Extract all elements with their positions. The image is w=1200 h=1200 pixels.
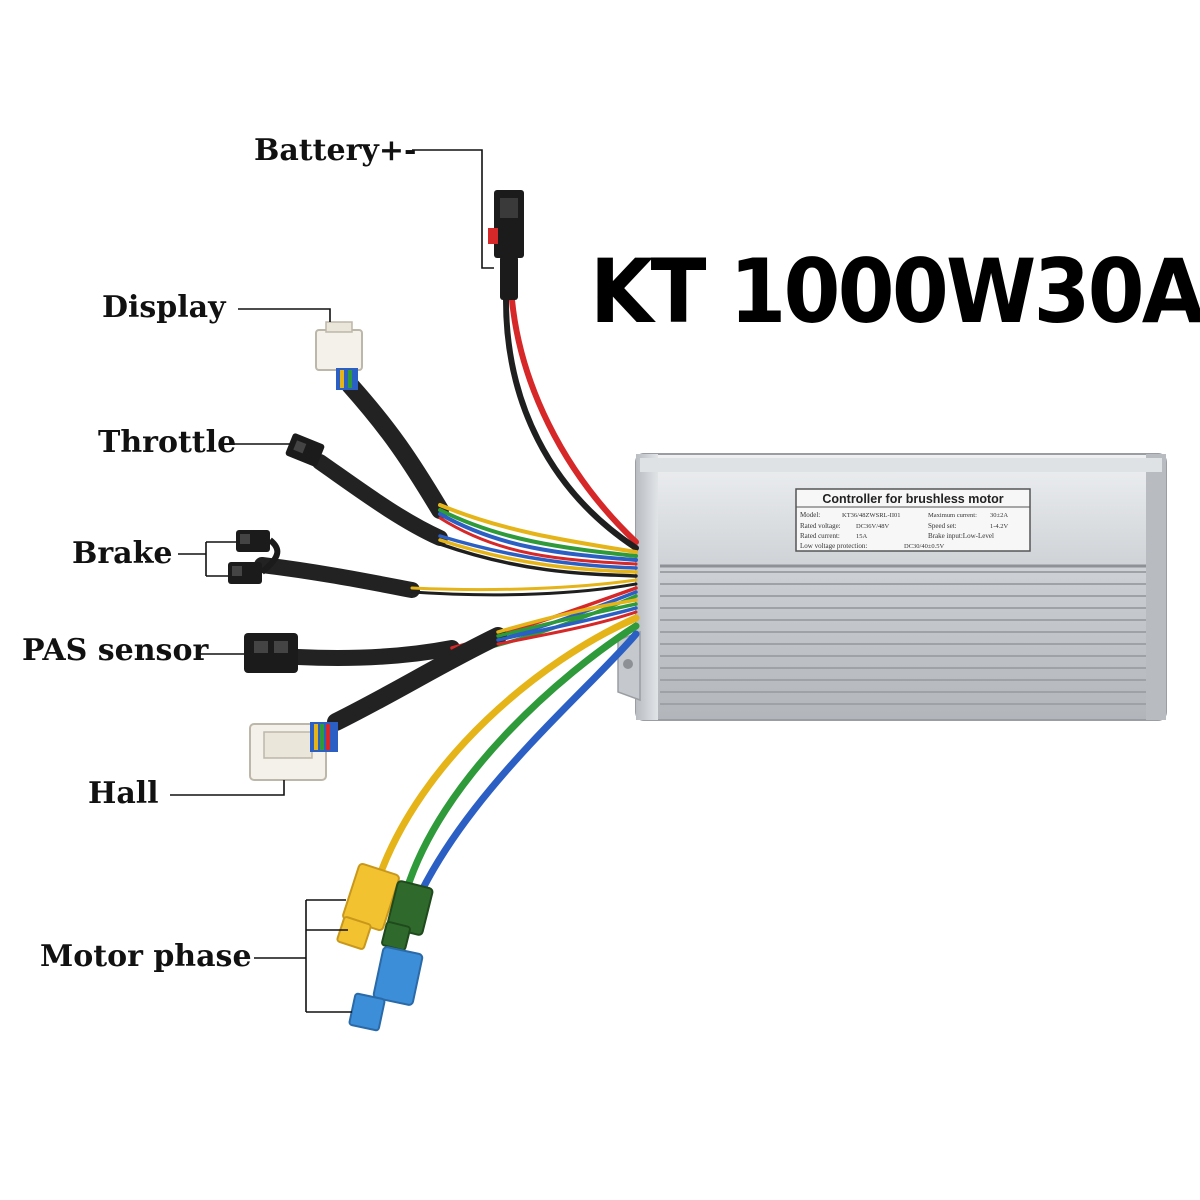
hall-sheath bbox=[327, 627, 507, 731]
battery-wire-black bbox=[503, 297, 639, 551]
brake-connector-pair bbox=[228, 530, 281, 584]
callout-display: Display bbox=[102, 290, 226, 325]
battery-connector bbox=[488, 190, 524, 300]
callout-brake: Brake bbox=[72, 536, 173, 571]
sticker-max-current-label: Maximum current: bbox=[928, 512, 977, 519]
phase-wire-blue bbox=[392, 630, 640, 962]
callout-battery: Battery+- bbox=[254, 133, 417, 168]
sticker-rated-current-value: 15A bbox=[856, 533, 868, 540]
spec-sticker: Controller for brushless motor Model: KT… bbox=[795, 488, 1031, 552]
wire-harness bbox=[254, 297, 640, 962]
sticker-model-value: KT36/48ZWSRL-II01 bbox=[842, 512, 901, 519]
phase-connector-green bbox=[381, 880, 434, 951]
throttle-sheath bbox=[312, 454, 448, 546]
pas-connector bbox=[244, 633, 298, 673]
brake-sheath bbox=[254, 557, 420, 598]
sticker-model-label: Model: bbox=[800, 511, 820, 519]
sticker-brake-input: Brake input:Low-Level bbox=[928, 532, 994, 540]
sticker-rated-current-label: Rated current: bbox=[800, 532, 840, 540]
battery-wire-red bbox=[509, 297, 639, 545]
sticker-max-current-value: 30±2A bbox=[990, 512, 1008, 519]
display-sheath bbox=[341, 376, 449, 519]
hall-connector bbox=[249, 722, 338, 781]
display-connector bbox=[315, 321, 363, 390]
callout-throttle: Throttle bbox=[98, 425, 237, 460]
controller-housing bbox=[617, 453, 1167, 721]
sticker-rated-voltage-value: DC36V/48V bbox=[856, 523, 890, 530]
sticker-low-voltage-label: Low voltage protection: bbox=[800, 542, 867, 550]
sticker-heading: Controller for brushless motor bbox=[822, 492, 1003, 506]
sticker-speed-set-label: Speed set: bbox=[928, 522, 957, 530]
brake-leader bbox=[178, 541, 236, 577]
phase-wire-green bbox=[402, 622, 640, 896]
heat-sink-fins bbox=[660, 571, 1146, 705]
hall-leader bbox=[170, 780, 285, 796]
leader-lines bbox=[170, 149, 494, 1013]
callout-motor-phase: Motor phase bbox=[40, 939, 252, 974]
callout-pas-sensor: PAS sensor bbox=[22, 633, 209, 668]
sticker-rated-voltage-label: Rated voltage: bbox=[800, 522, 841, 530]
pas-sheath bbox=[290, 640, 460, 666]
callout-hall: Hall bbox=[88, 776, 159, 811]
sticker-speed-set-value: 1-4.2V bbox=[990, 523, 1009, 530]
display-leader bbox=[238, 308, 331, 322]
throttle-connector bbox=[285, 433, 325, 467]
motor-phase-leader bbox=[254, 899, 352, 1013]
battery-leader bbox=[412, 149, 494, 269]
phase-connector-blue bbox=[348, 946, 424, 1032]
phase-wire-yellow bbox=[374, 614, 640, 884]
phase-connector-yellow bbox=[336, 862, 400, 950]
product-title: KT 1000W30A bbox=[590, 240, 1200, 343]
sticker-low-voltage-value: DC30/40±0.5V bbox=[904, 543, 945, 550]
